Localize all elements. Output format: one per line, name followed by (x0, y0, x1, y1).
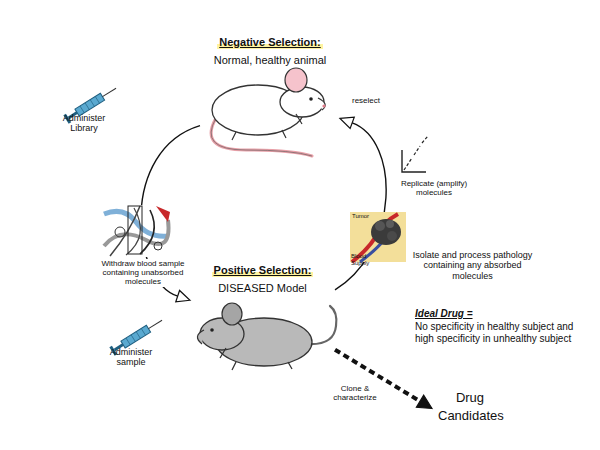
stage-text: Normal, healthy animal (214, 54, 327, 66)
step-label: Withdraw blood sample containing unabsor… (98, 259, 188, 287)
step-label: Blood Supply (351, 253, 385, 267)
diseased-mouse (197, 303, 336, 370)
stage-text: Drug Candidates (438, 390, 504, 423)
arrowhead (176, 290, 190, 301)
edge-label: reselect (346, 96, 386, 105)
selection-stage: Positive Selection: DISEASED Model (190, 260, 335, 375)
note-heading: Ideal Drug = (415, 308, 595, 320)
healthy-mouse (211, 68, 326, 156)
stage-heading: Positive Selection: (212, 264, 314, 277)
step-label: Tumor (352, 213, 378, 220)
arrowhead (340, 117, 354, 128)
cycle-arrow (335, 117, 386, 290)
step-label: Replicate (amplify) molecules (398, 179, 470, 197)
step-label: Isolate and process pathology containing… (410, 250, 535, 281)
edge-label: Clone & characterize (326, 384, 384, 402)
arrowhead (416, 395, 432, 408)
graph-icon (402, 136, 428, 172)
stage-text: DISEASED Model (218, 282, 307, 294)
connector-line (335, 123, 386, 290)
result-node: Drug Candidates (432, 388, 508, 429)
step-label: No specificity in healthy subject and hi… (415, 321, 593, 344)
stage-heading: Negative Selection: (217, 36, 322, 49)
step-label: Administer Library (52, 113, 116, 134)
blood-sample-image (102, 205, 170, 257)
selection-stage: Negative Selection: Normal, healthy anima… (200, 32, 340, 152)
step-label: Administer sample (100, 347, 162, 368)
